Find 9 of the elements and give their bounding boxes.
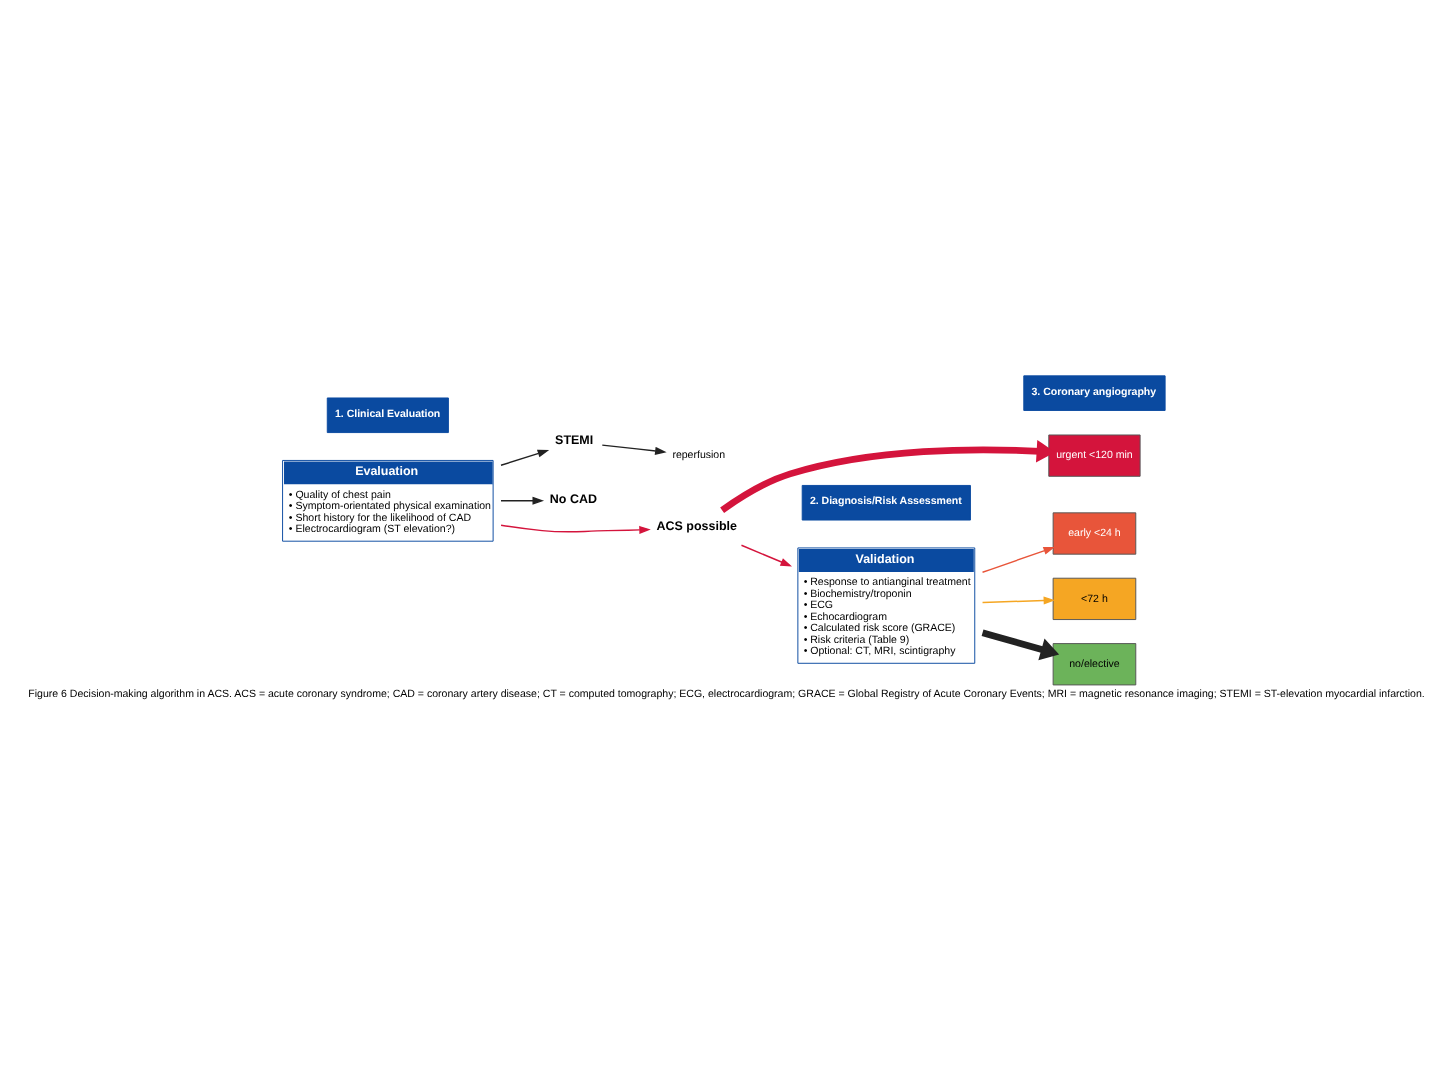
arrow — [981, 596, 1056, 605]
arrow — [981, 546, 1056, 573]
arrow — [720, 439, 1056, 514]
arrow — [500, 449, 550, 466]
arrow — [500, 496, 545, 505]
arrow — [981, 629, 1060, 661]
arrow — [500, 524, 651, 534]
arrow — [601, 444, 667, 455]
arrow — [740, 544, 793, 567]
